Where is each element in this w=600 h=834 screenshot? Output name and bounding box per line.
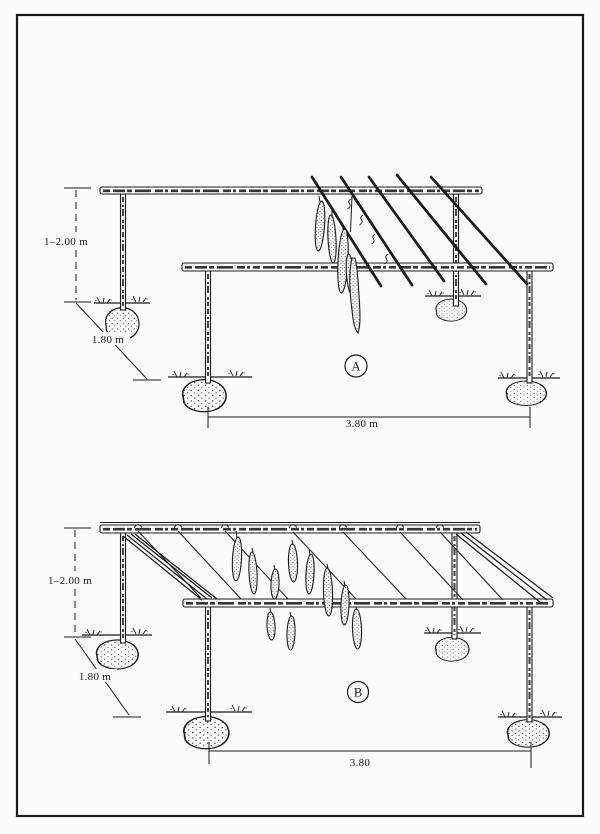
- back-rail-b: [99, 522, 481, 534]
- dimension-height-b: 1–2.00 m: [48, 527, 92, 638]
- footing-stone: [435, 636, 470, 662]
- pods-b: [231, 530, 363, 651]
- height-dimension-label-b: 1–2.00 m: [48, 575, 92, 587]
- front-rail-b: [182, 598, 554, 608]
- figure-border: [15, 13, 585, 818]
- footing-stone: [505, 380, 548, 407]
- dimension-span-b: 3.80: [208, 742, 532, 769]
- diagram-b: 1–2.00 m 1.80 m 3.80 B: [48, 522, 562, 769]
- footings-b: [95, 636, 550, 750]
- label-a: A: [344, 354, 368, 378]
- sloping-bundle-right-b: [455, 531, 554, 604]
- footing-stone: [181, 378, 227, 413]
- dimension-span-a: 3.80 m: [207, 407, 531, 430]
- post: [204, 270, 212, 384]
- dimension-depth-b: 1.80 m: [73, 638, 141, 718]
- span-dimension-label-b: 3.80: [350, 757, 371, 769]
- pod: [349, 257, 361, 334]
- depth-dimension-label-a: 1.80 m: [92, 334, 124, 346]
- pods-a: [314, 195, 361, 334]
- drying-strings-b: [133, 524, 504, 601]
- posts-a: [119, 193, 533, 384]
- diagram-b-letter: B: [354, 686, 362, 700]
- dimension-depth-a: 1.80 m: [75, 302, 161, 381]
- post: [119, 193, 127, 311]
- footings-a: [104, 298, 548, 413]
- post: [526, 270, 533, 384]
- post: [526, 606, 533, 723]
- sloping-bundle-left-b: [122, 533, 218, 601]
- diagram-a-letter: A: [351, 360, 360, 374]
- post: [119, 532, 127, 644]
- posts-b: [119, 532, 533, 723]
- hooks-a: [347, 195, 389, 265]
- post: [204, 606, 212, 722]
- ground-lines-a: [94, 288, 560, 379]
- footing-stone: [95, 639, 139, 670]
- footing-stone: [506, 718, 550, 748]
- ground-lines-b: [82, 625, 562, 718]
- diagram-a: 1–2.00 m 1.80 m 3.80 m A: [44, 173, 560, 430]
- depth-dimension-label-b: 1.80 m: [79, 671, 111, 683]
- back-rail-a: [99, 186, 483, 195]
- label-b: B: [346, 680, 370, 704]
- dimension-height-a: 1–2.00 m: [44, 187, 91, 303]
- span-dimension-label-a: 3.80 m: [346, 418, 378, 430]
- height-dimension-label-a: 1–2.00 m: [44, 236, 88, 248]
- footing-stone: [435, 298, 468, 322]
